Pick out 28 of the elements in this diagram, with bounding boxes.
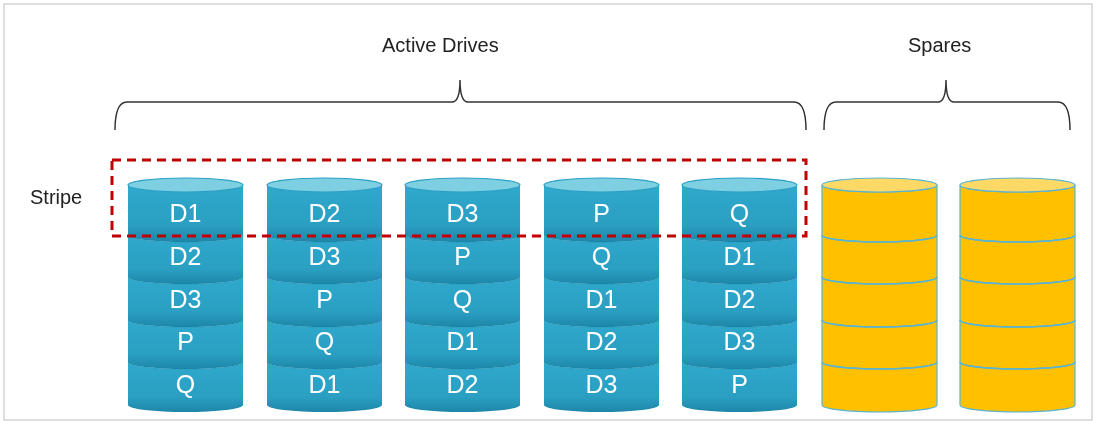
row-label: Stripe xyxy=(30,186,83,209)
block-label: D1 xyxy=(307,368,342,399)
block-label: D1 xyxy=(722,241,757,271)
block-label: D2 xyxy=(722,283,757,314)
block-label: D3 xyxy=(168,283,203,314)
block-label: Q xyxy=(728,198,751,228)
block-label: D2 xyxy=(584,326,619,356)
block-label: D1 xyxy=(168,198,203,228)
block-label: Q xyxy=(313,326,336,356)
block-label: Q xyxy=(590,241,613,271)
group-label: Active Drives xyxy=(382,34,499,57)
block-label: Q xyxy=(174,368,197,399)
group-label: Spares xyxy=(908,34,972,57)
block-label: D2 xyxy=(445,368,480,399)
block-label: P xyxy=(592,198,611,228)
block-label: P xyxy=(453,241,472,271)
block-label: D3 xyxy=(307,241,342,271)
block-label: D3 xyxy=(584,368,619,399)
block-label: P xyxy=(176,326,195,356)
block-label: D2 xyxy=(168,241,203,271)
block-label: P xyxy=(315,283,334,314)
block-label: D3 xyxy=(722,326,757,356)
block-label: D2 xyxy=(307,198,342,228)
block-label: D3 xyxy=(445,198,480,228)
block-label: P xyxy=(730,368,749,399)
block-label: Q xyxy=(451,283,474,314)
block-label: D1 xyxy=(584,283,619,314)
block-label: D1 xyxy=(445,326,480,356)
